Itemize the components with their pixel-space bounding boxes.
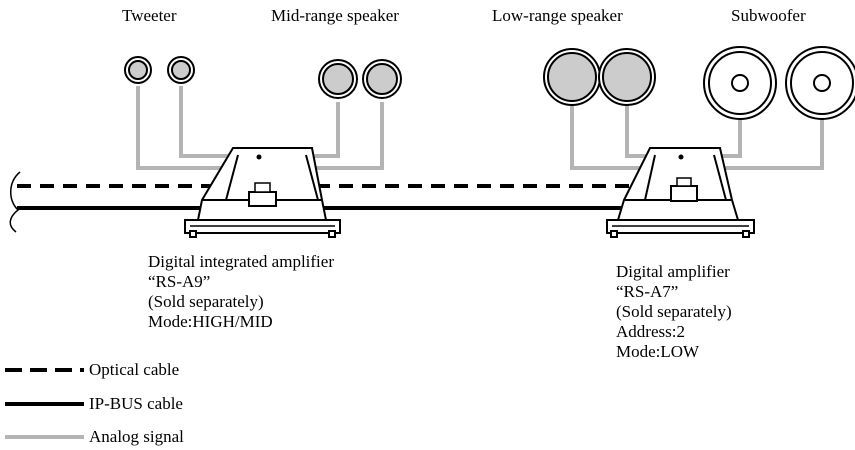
wire-tweeter-left <box>136 86 238 170</box>
wire-sub-left <box>718 118 742 158</box>
amplifier-rs-a7-icon <box>606 147 755 238</box>
tweeter-label: Tweeter <box>122 6 177 25</box>
amplifier-rs-a9-icon <box>184 147 341 238</box>
legend-ipbus-label: IP-BUS cable <box>89 394 183 413</box>
legend-analog-label: Analog signal <box>89 427 184 446</box>
amplifier-rs-a7-label: Digital amplifier “RS-A7” (Sold separate… <box>616 262 732 362</box>
tweeter-icon <box>124 56 195 84</box>
subwoofer-label: Subwoofer <box>731 6 806 25</box>
rs-a7-sold-separately: (Sold separately) <box>616 302 732 321</box>
amplifier-rs-a9-label: Digital integrated amplifier “RS-A9” (So… <box>148 252 334 332</box>
low-range-speaker-icon <box>543 48 656 106</box>
rs-a9-description: Digital integrated amplifier <box>148 252 334 271</box>
speakers <box>124 46 855 120</box>
wire-low-right <box>625 105 652 158</box>
rs-a7-model: “RS-A7” <box>616 282 679 301</box>
rs-a9-sold-separately: (Sold separately) <box>148 292 264 311</box>
mid-range-speaker-icon <box>318 59 402 99</box>
rs-a9-model: “RS-A9” <box>148 272 211 291</box>
wire-sub-right <box>720 118 824 170</box>
rs-a7-mode: Mode:LOW <box>616 342 700 361</box>
wire-mid-right <box>310 102 384 170</box>
mid-range-speaker-label: Mid-range speaker <box>271 6 399 25</box>
wire-low-left <box>570 105 650 170</box>
rs-a7-address: Address:2 <box>616 322 685 341</box>
rs-a9-mode: Mode:HIGH/MID <box>148 312 273 331</box>
low-range-speaker-label: Low-range speaker <box>492 6 623 25</box>
wire-mid-left <box>310 102 340 158</box>
legend-optical-label: Optical cable <box>89 360 180 379</box>
cable-break-mark <box>9 171 21 233</box>
rs-a7-description: Digital amplifier <box>616 262 730 281</box>
analog-wires <box>136 86 824 170</box>
wire-tweeter-right <box>179 86 230 158</box>
subwoofer-icon <box>703 46 855 120</box>
